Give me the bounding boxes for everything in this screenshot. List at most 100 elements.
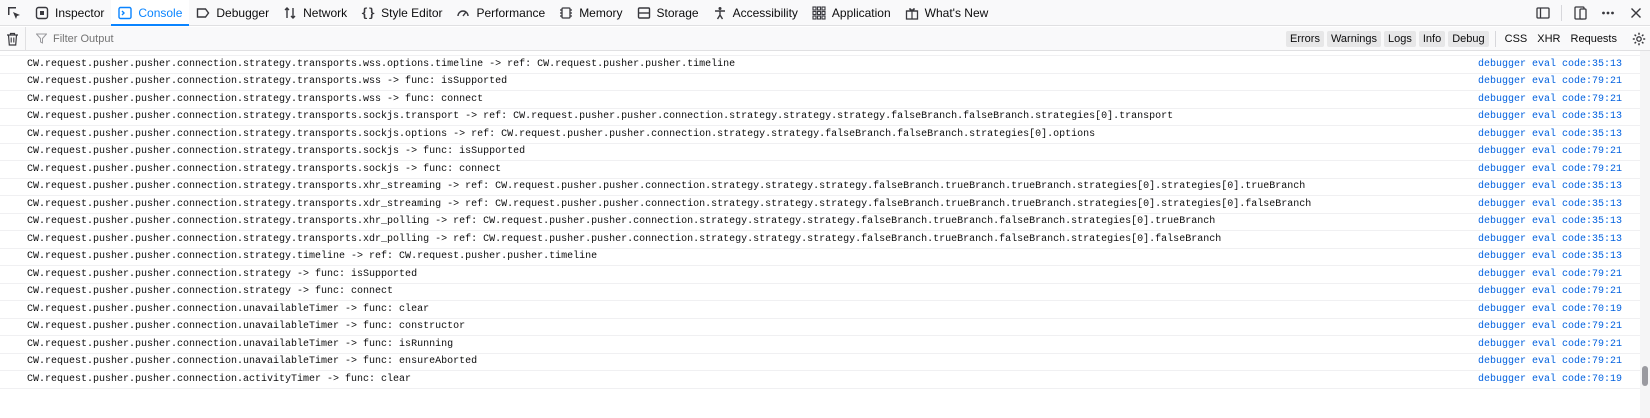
console-message-text: CW.request.pusher.pusher.connection.stra… — [27, 268, 418, 280]
tab-memory[interactable]: Memory — [552, 0, 629, 26]
tab-accessibility[interactable]: Accessibility — [706, 0, 805, 26]
tab-application[interactable]: Application — [805, 0, 898, 26]
filter-info-button[interactable]: Info — [1418, 30, 1446, 47]
console-message-row: CW.request.pusher.pusher.connection.stra… — [0, 248, 1640, 266]
picker-icon — [8, 6, 20, 19]
console-message-text: CW.request.pusher.pusher.connection.stra… — [27, 163, 502, 175]
tab-label: Accessibility — [732, 5, 798, 20]
console-message-row: CW.request.pusher.pusher.connection.stra… — [0, 283, 1640, 301]
tab-label: What's New — [924, 5, 989, 20]
close-devtools-button[interactable] — [1622, 0, 1650, 26]
element-picker-button[interactable] — [0, 0, 28, 26]
console-message-row: CW.request.pusher.pusher.connection.stra… — [0, 91, 1640, 109]
message-source-link[interactable]: debugger eval code:79:21 — [1477, 338, 1622, 350]
message-source-link[interactable]: debugger eval code:35:13 — [1477, 198, 1622, 210]
console-scrollbar-thumb[interactable] — [1642, 366, 1648, 386]
console-settings-button[interactable] — [1628, 27, 1650, 51]
message-source-link[interactable]: debugger eval code:70:19 — [1477, 373, 1622, 385]
console-message-text: CW.request.pusher.pusher.connection.stra… — [27, 198, 1312, 210]
console-message-row: CW.request.pusher.pusher.connection.unav… — [0, 353, 1640, 371]
filter-css-button[interactable]: CSS — [1504, 32, 1528, 45]
message-source-link[interactable]: debugger eval code:35:13 — [1477, 216, 1622, 227]
memory-icon — [558, 5, 574, 21]
tab-inspector[interactable]: Inspector — [28, 0, 111, 26]
message-source-link[interactable]: debugger eval code:79:21 — [1477, 268, 1622, 280]
tab-debugger[interactable]: Debugger — [189, 0, 276, 26]
console-icon — [117, 5, 133, 21]
tab-label: Inspector — [55, 5, 105, 20]
console-filter-bar: Errors Warnings Logs Info Debug CSS XHR … — [0, 26, 1650, 51]
filter-output-box — [26, 31, 1283, 46]
filter-debug-button[interactable]: Debug — [1448, 30, 1489, 47]
console-message-text: CW.request.pusher.pusher.connection.stra… — [27, 76, 508, 87]
console-message-row: CW.request.pusher.pusher.connection.stra… — [0, 196, 1640, 214]
message-source-link[interactable]: debugger eval code:79:21 — [1477, 286, 1622, 297]
message-source-link[interactable]: debugger eval code:79:21 — [1477, 76, 1622, 87]
console-message-row: CW.request.pusher.pusher.connection.unav… — [0, 336, 1640, 354]
console-output[interactable]: CW.request.pusher.pusher.connection.stra… — [0, 51, 1640, 418]
message-source-link[interactable]: debugger eval code:35:13 — [1477, 58, 1622, 70]
tab-performance[interactable]: Performance — [449, 0, 552, 26]
more-options-button[interactable] — [1594, 0, 1622, 26]
tab-storage[interactable]: Storage — [630, 0, 706, 26]
network-icon — [282, 5, 298, 21]
message-source-link[interactable]: debugger eval code:35:13 — [1477, 233, 1622, 245]
filter-icon — [36, 33, 47, 44]
debugger-icon — [195, 5, 211, 21]
tab-label: Performance — [476, 5, 546, 20]
message-source-link[interactable]: debugger eval code:79:21 — [1477, 93, 1622, 105]
console-message-text: CW.request.pusher.pusher.connection.stra… — [27, 93, 484, 105]
filter-errors-button[interactable]: Errors — [1286, 30, 1324, 47]
clear-console-button[interactable] — [0, 26, 26, 51]
filter-logs-button[interactable]: Logs — [1384, 30, 1416, 47]
dock-icon — [1574, 6, 1587, 20]
console-message-text: CW.request.pusher.pusher.connection.unav… — [27, 303, 430, 315]
message-source-link[interactable]: debugger eval code:35:13 — [1477, 111, 1622, 122]
console-message-text: CW.request.pusher.pusher.connection.stra… — [27, 216, 1216, 227]
message-source-link[interactable]: debugger eval code:35:13 — [1477, 128, 1622, 140]
console-message-row: CW.request.pusher.pusher.connection.stra… — [0, 231, 1640, 249]
accessibility-icon — [712, 5, 728, 21]
console-message-row — [0, 51, 1640, 56]
message-source-link[interactable]: debugger eval code:35:13 — [1477, 251, 1622, 262]
filter-requests-button[interactable]: Requests — [1570, 32, 1617, 45]
console-message-text: CW.request.pusher.pusher.connection.stra… — [27, 233, 1222, 245]
tab-network[interactable]: Network — [276, 0, 354, 26]
message-source-link[interactable]: debugger eval code:79:21 — [1477, 356, 1622, 367]
tab-whats-new[interactable]: What's New — [898, 0, 996, 26]
tab-label: Debugger — [216, 5, 270, 20]
console-message-row: CW.request.pusher.pusher.connection.stra… — [0, 266, 1640, 284]
console-message-text: CW.request.pusher.pusher.connection.acti… — [27, 373, 412, 385]
message-source-link[interactable]: debugger eval code:70:19 — [1477, 303, 1622, 315]
tab-label: Console — [138, 5, 183, 20]
console-message-text: CW.request.pusher.pusher.connection.stra… — [27, 146, 526, 157]
console-message-text: CW.request.pusher.pusher.connection.stra… — [27, 58, 736, 70]
tab-label: Storage — [656, 5, 699, 20]
message-source-link[interactable]: debugger eval code:79:21 — [1477, 146, 1622, 157]
tab-console[interactable]: Console — [111, 0, 190, 26]
console-message-row: CW.request.pusher.pusher.connection.stra… — [0, 161, 1640, 179]
console-message-text: CW.request.pusher.pusher.connection.unav… — [27, 321, 466, 332]
filter-divider — [1494, 30, 1496, 47]
console-message-text: CW.request.pusher.pusher.connection.unav… — [27, 338, 454, 350]
message-source-link[interactable]: debugger eval code:35:13 — [1477, 181, 1622, 192]
console-scrollbar[interactable] — [1640, 51, 1650, 418]
dock-options-button[interactable] — [1566, 0, 1594, 26]
gear-icon — [1632, 32, 1646, 45]
console-message-row: CW.request.pusher.pusher.connection.unav… — [0, 301, 1640, 319]
message-source-link[interactable]: debugger eval code:79:21 — [1477, 321, 1622, 332]
console-message-row: CW.request.pusher.pusher.connection.stra… — [0, 56, 1640, 74]
filter-xhr-button[interactable]: XHR — [1537, 32, 1561, 45]
message-source-link[interactable]: debugger eval code:79:21 — [1477, 163, 1622, 175]
filter-output-input[interactable] — [51, 31, 455, 46]
toolbar-actions — [1529, 0, 1650, 26]
tab-style-editor[interactable]: {} Style Editor — [354, 0, 449, 26]
tab-label: Memory — [579, 5, 623, 20]
toggle-split-console-button[interactable] — [1529, 0, 1557, 26]
gift-icon — [904, 5, 920, 21]
console-message-row: CW.request.pusher.pusher.connection.unav… — [0, 318, 1640, 336]
devtools-toolbar: Inspector Console Debugger Network {} St… — [0, 0, 1650, 26]
console-message-row: CW.request.pusher.pusher.connection.stra… — [0, 178, 1640, 196]
tab-label: Application — [831, 5, 891, 20]
filter-warnings-button[interactable]: Warnings — [1326, 30, 1382, 47]
